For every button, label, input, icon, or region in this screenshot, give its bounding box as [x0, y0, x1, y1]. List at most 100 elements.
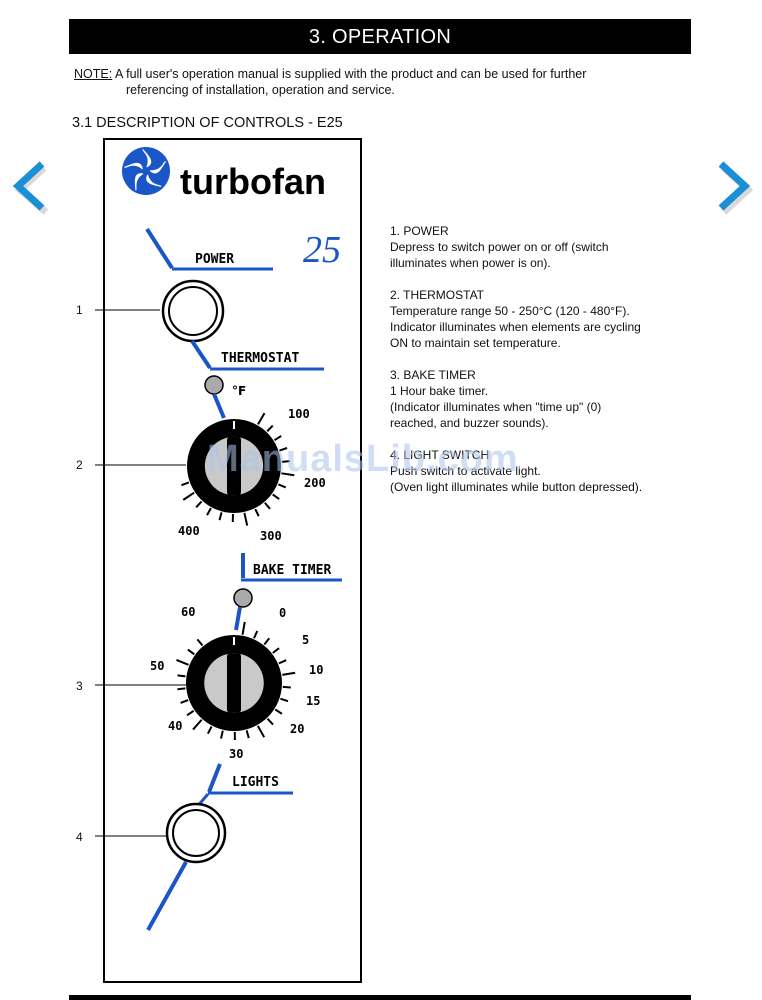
- description-thermostat: 2. THERMOSTAT Temperature range 50 - 250…: [390, 287, 690, 351]
- description-bake-timer: 3. BAKE TIMER 1 Hour bake timer. (Indica…: [390, 367, 690, 431]
- dial-tick: [282, 671, 296, 676]
- section-title: 3.1 DESCRIPTION OF CONTROLS - E25: [72, 115, 343, 131]
- timer-tick-40: 40: [168, 719, 182, 733]
- thermostat-tick-200: 200: [304, 476, 326, 490]
- page-title-bar: 3. OPERATION: [69, 19, 691, 54]
- description-title: 2. THERMOSTAT: [390, 288, 485, 302]
- temperature-unit: °F: [232, 384, 246, 398]
- timer-tick-50: 50: [150, 659, 164, 673]
- description-line: (Indicator illuminates when "time up" (0…: [390, 400, 602, 414]
- dial-tick: [256, 725, 266, 738]
- description-line: Depress to switch power on or off (switc…: [390, 240, 609, 254]
- dial-tick: [245, 730, 250, 739]
- description-line: Indicator illuminates when elements are …: [390, 320, 641, 334]
- dial-tick: [177, 674, 186, 678]
- dial-tick: [241, 621, 246, 635]
- dial-tick: [192, 719, 203, 731]
- dial-tick: [273, 435, 282, 442]
- dial-tick: [254, 508, 260, 517]
- dial-tick: [186, 709, 195, 717]
- dial-tick: [277, 483, 287, 489]
- dial-tick: [180, 699, 189, 704]
- dial-tick: [206, 726, 213, 735]
- dial-tick: [274, 708, 283, 715]
- dial-tick: [195, 500, 203, 508]
- description-line: (Oven light illuminates while button dep…: [390, 480, 643, 494]
- note-line-2: referencing of installation, operation a…: [126, 83, 395, 97]
- dial-tick: [176, 659, 189, 666]
- timer-tick-15: 15: [306, 694, 320, 708]
- dial-tick: [181, 481, 190, 487]
- brand-logo-text: turbofan: [180, 161, 326, 202]
- description-title: 1. POWER: [390, 224, 449, 238]
- dial-tick: [220, 730, 224, 739]
- description-line: 1 Hour bake timer.: [390, 384, 489, 398]
- dial-grip: [227, 653, 241, 713]
- thermostat-tick-300: 300: [260, 529, 282, 543]
- dial-tick: [266, 424, 274, 433]
- timer-tick-10: 10: [309, 663, 323, 677]
- timer-indicator-light: [233, 588, 253, 608]
- dial-tick: [182, 491, 195, 501]
- description-power: 1. POWER Depress to switch power on or o…: [390, 223, 690, 271]
- dial-tick: [278, 659, 287, 665]
- bake-timer-dial: [176, 621, 296, 741]
- dial-tick: [281, 460, 290, 463]
- note-label: NOTE:: [74, 67, 113, 81]
- thermostat-dial: [181, 412, 295, 526]
- dial-tick: [257, 412, 266, 425]
- lights-label: LIGHTS: [232, 775, 279, 790]
- description-line: ON to maintain set temperature.: [390, 336, 561, 350]
- dial-tick: [218, 512, 223, 521]
- timer-tick-30: 30: [229, 747, 243, 761]
- dial-tick: [281, 472, 295, 477]
- callout-4: 4: [76, 830, 83, 844]
- description-light-switch: 4. LIGHT SWITCH Push switch to activate …: [390, 447, 690, 495]
- thermostat-label: THERMOSTAT: [221, 351, 299, 366]
- dial-tick: [177, 687, 186, 691]
- page-title: 3. OPERATION: [308, 26, 452, 48]
- description-line: illuminates when power is on).: [390, 256, 551, 270]
- footer-bar: [69, 995, 691, 1000]
- description-title: 4. LIGHT SWITCH: [390, 448, 490, 462]
- fan-logo-icon: [122, 147, 170, 195]
- callout-2: 2: [76, 458, 83, 472]
- chevron-right-icon: [718, 161, 754, 215]
- timer-tick-20: 20: [290, 722, 304, 736]
- chevron-left-icon: [12, 161, 49, 215]
- power-label: POWER: [195, 252, 234, 267]
- dial-tick: [187, 648, 195, 656]
- description-title: 3. BAKE TIMER: [390, 368, 476, 382]
- next-page-button[interactable]: [712, 158, 756, 218]
- timer-tick-5: 5: [302, 633, 309, 647]
- timer-tick-0: 0: [279, 606, 286, 620]
- dial-tick: [280, 697, 289, 703]
- description-line: Temperature range 50 - 250°C (120 - 480°…: [390, 304, 630, 318]
- callout-3: 3: [76, 679, 83, 693]
- thermostat-tick-400: 400: [178, 524, 200, 538]
- model-number: 25: [303, 229, 341, 271]
- timer-tick-60: 60: [181, 605, 195, 619]
- dial-tick: [243, 512, 249, 526]
- control-panel-illustration: [103, 138, 362, 983]
- description-line: reached, and buzzer sounds).: [390, 416, 549, 430]
- dial-tick: [266, 718, 274, 726]
- note-line-1: A full user's operation manual is suppli…: [112, 67, 587, 81]
- dial-tick: [282, 685, 291, 689]
- dial-tick: [272, 493, 280, 500]
- dial-tick: [206, 507, 212, 516]
- dial-tick: [253, 630, 259, 639]
- dial-tick: [279, 447, 288, 452]
- thermostat-tick-100: 100: [288, 407, 310, 421]
- thermostat-indicator-light: [204, 375, 224, 395]
- callout-1: 1: [76, 303, 83, 317]
- prev-page-button[interactable]: [6, 158, 50, 218]
- dial-tick: [272, 647, 280, 654]
- dial-tick: [196, 638, 204, 647]
- dial-grip: [227, 436, 241, 496]
- dial-tick: [263, 637, 271, 646]
- description-line: Push switch to activate light.: [390, 464, 541, 478]
- dial-tick: [264, 502, 271, 510]
- bake-timer-label: BAKE TIMER: [253, 563, 331, 578]
